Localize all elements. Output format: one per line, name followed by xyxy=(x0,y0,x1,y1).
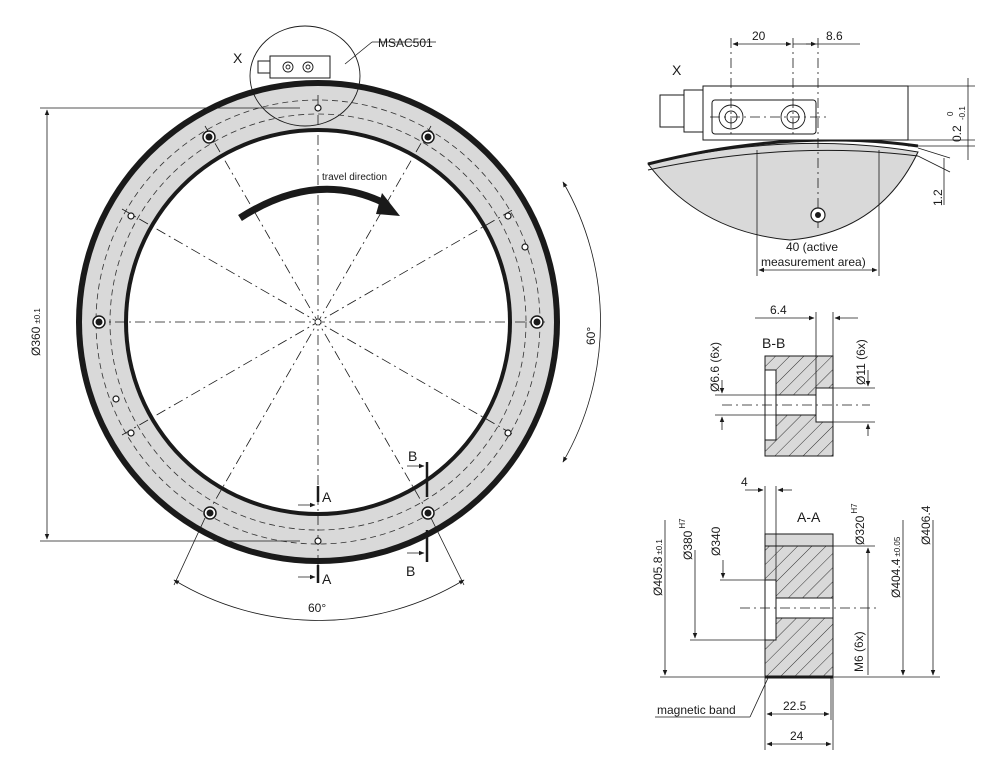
dim-8-6: 8.6 xyxy=(826,29,843,43)
dia-404-4: Ø404.4±0.05 xyxy=(889,536,903,598)
threaded-holes xyxy=(112,104,529,545)
dia-360-label: Ø360±0.1 xyxy=(29,308,43,356)
travel-direction-arrow xyxy=(238,185,390,221)
dia-405-8: Ø405.8±0.1 xyxy=(651,539,665,596)
sensor-head xyxy=(269,55,331,79)
active-area-line2: measurement area) xyxy=(761,255,866,269)
detail-x-segment xyxy=(647,142,919,241)
detail-x-title: X xyxy=(672,62,682,78)
dia-320: Ø320H7 xyxy=(850,503,867,545)
section-b-top: B xyxy=(408,448,417,464)
angle-right-label: 60° xyxy=(584,327,598,345)
dim-1-2: 1.2 xyxy=(931,189,945,206)
dim-6-4: 6.4 xyxy=(770,303,787,317)
detail-x-circle xyxy=(249,25,361,127)
dia-6-6: Ø6.6 (6x) xyxy=(708,342,722,392)
section-b-bottom: B xyxy=(406,563,415,579)
section-aa-view: A-A Ø405.8±0.1 Ø380H7 Ø340 4 xyxy=(651,475,940,750)
dim-20: 20 xyxy=(752,29,766,43)
dia-380: Ø380H7 xyxy=(678,518,695,560)
angle-bottom-label: 60° xyxy=(308,601,326,615)
dia-406-4: Ø406.4 xyxy=(919,505,933,545)
dim-22-5: 22.5 xyxy=(783,699,807,713)
thread-m6: M6 (6x) xyxy=(852,631,866,672)
detail-x-marker: X xyxy=(233,50,243,66)
section-a-top: A xyxy=(322,489,332,505)
dia-340: Ø340 xyxy=(709,526,723,556)
dia-11: Ø11 (6x) xyxy=(854,339,868,385)
travel-direction-label: travel direction xyxy=(322,172,387,183)
magnetic-band-label: magnetic band xyxy=(657,703,736,717)
dim-24: 24 xyxy=(790,729,804,743)
tol-minus-0-1: -0.1 xyxy=(958,106,967,120)
main-ring-view: travel direction X MSAC501 Ø360±0.1 60° … xyxy=(29,25,601,621)
active-area-line1: 40 (active xyxy=(786,240,838,254)
section-aa-title: A-A xyxy=(797,509,821,525)
dim-4: 4 xyxy=(741,475,748,489)
dim-0-2: 0.2 xyxy=(950,125,964,142)
section-a-bottom: A xyxy=(322,571,332,587)
section-bb-view: B-B 6.4 Ø6.6 (6x) Ø11 (6x) xyxy=(708,303,875,457)
section-bb-title: B-B xyxy=(762,335,785,351)
sensor-label: MSAC501 xyxy=(378,36,433,50)
detail-x-view: X 20 8.6 0.2 0 -0.1 xyxy=(647,29,975,276)
tol-0: 0 xyxy=(946,111,955,116)
mounting-holes xyxy=(92,130,544,520)
